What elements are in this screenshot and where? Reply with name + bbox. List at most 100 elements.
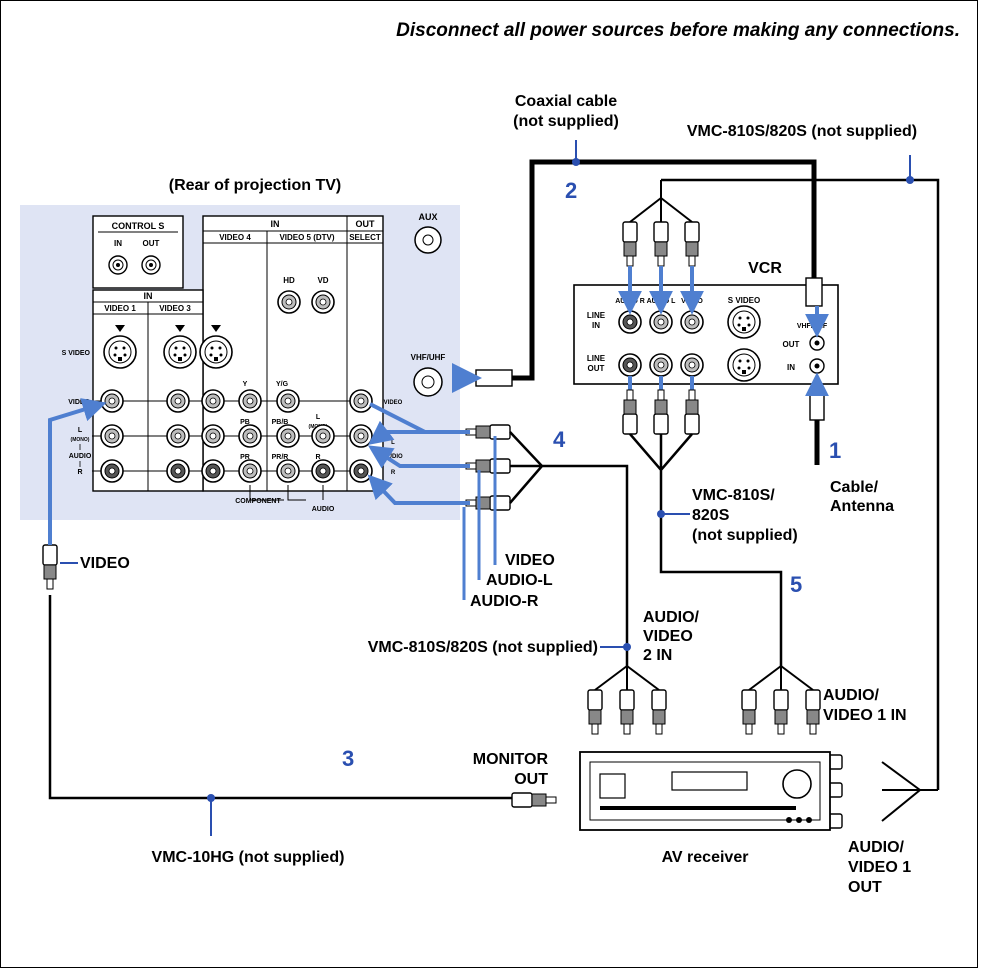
step-1-number: 1 [829, 438, 841, 463]
vcr-in-audio-l-jack [649, 310, 673, 334]
l-row-label: L [78, 427, 83, 434]
in-header: IN [271, 219, 280, 229]
vmc-mid-label-1: VMC-810S/ [692, 487, 775, 504]
vcr-line-in-cable [661, 178, 940, 790]
audio-l-mid-label: L [316, 414, 321, 421]
vcr-in-video-jack [680, 310, 704, 334]
video5-audio-r-jack [311, 459, 335, 483]
vcr-s-video-label: S VIDEO [728, 296, 760, 305]
vcr-vhf-uhf-label: VHF/UHF [797, 323, 828, 330]
av2-label-3: 2 IN [643, 647, 672, 664]
video3-video-jack [166, 389, 190, 413]
video3-label: VIDEO 3 [159, 304, 191, 313]
vcr-svideo-in-jack [727, 305, 761, 339]
svideo-jack-3 [163, 335, 197, 369]
svideo-jack-1 [103, 335, 137, 369]
video5-audio-l-jack [311, 424, 335, 448]
video4-video-jack [201, 389, 225, 413]
volume-knob [782, 769, 812, 799]
out-r-label: R [391, 470, 396, 476]
av1in-label-2: VIDEO 1 IN [823, 707, 907, 724]
vcr-line-out-label-1: LINE [587, 354, 606, 363]
coaxial-cable [512, 159, 817, 381]
av1in-label-1: AUDIO/ [823, 687, 880, 704]
video-left-label: VIDEO [80, 555, 130, 572]
video4-pr-jack [238, 459, 262, 483]
plug-video-label: VIDEO [505, 552, 555, 569]
tv-panel-title: (Rear of projection TV) [169, 177, 341, 194]
video3-audio-l-jack [166, 424, 190, 448]
video5-label: VIDEO 5 (DTV) [279, 233, 334, 242]
tv-rear-panel: (Rear of projection TV) CONTROL S IN OUT… [20, 177, 460, 520]
labels: Coaxial cable (not supplied) VMC-810S/82… [80, 93, 917, 896]
video1-audio-r-jack [100, 459, 124, 483]
control-s-out-label: OUT [143, 239, 160, 248]
vcr-title: VCR [748, 260, 782, 277]
video4-audio-l-jack [201, 424, 225, 448]
monitor-out-label-1: MONITOR [473, 751, 549, 768]
vmc-av2-label: VMC-810S/820S (not supplied) [368, 639, 598, 656]
control-s-in-label: IN [114, 239, 122, 248]
hd-label: HD [283, 276, 295, 285]
vcr-out-video-jack [680, 353, 704, 377]
pbb-label: PB/B [272, 419, 289, 426]
out-l-label: L [391, 440, 395, 446]
vd-jack [311, 290, 335, 314]
av1out-label-3: OUT [848, 879, 882, 896]
pr-label: PR [240, 454, 250, 461]
av-receiver-label: AV receiver [662, 849, 749, 866]
coaxial-label-1: Coaxial cable [515, 93, 617, 110]
vmc10-label: VMC-10HG (not supplied) [152, 849, 345, 866]
out-audio-l-jack [349, 424, 373, 448]
cables [42, 140, 940, 836]
out-video-jack [349, 389, 373, 413]
video4-label: VIDEO 4 [219, 233, 251, 242]
av1out-label-2: VIDEO 1 [848, 859, 911, 876]
vcr-line-in-label-2: IN [592, 321, 600, 330]
out-video-label: VIDEO [384, 400, 403, 406]
step-2-number: 2 [565, 178, 577, 203]
step-3-number: 3 [342, 746, 354, 771]
out-audio-r-jack [349, 459, 373, 483]
tv-out-cable [509, 431, 629, 666]
power-warning: Disconnect all power sources before maki… [396, 20, 960, 41]
hd-jack [277, 290, 301, 314]
s-video-row-label: S VIDEO [62, 350, 91, 357]
vd-label: VD [317, 276, 328, 285]
video5-pbb-jack [276, 424, 300, 448]
video5-prr-jack [276, 459, 300, 483]
step-4-number: 4 [553, 427, 566, 452]
yg-label: Y/G [276, 381, 289, 388]
out-header: OUT [356, 219, 376, 229]
control-s-box [92, 215, 184, 289]
svideo-jack-4 [199, 335, 233, 369]
component-label: COMPONENT [235, 498, 281, 505]
y-label: Y [243, 381, 248, 388]
r-row-label: R [77, 469, 82, 476]
prr-label: PR/R [272, 454, 289, 461]
vcr-out-audio-l-jack [649, 353, 673, 377]
vcr-line-out-label-2: OUT [588, 364, 605, 373]
cable-label-2: Antenna [830, 498, 894, 515]
control-s-out-jack [141, 255, 161, 275]
vmc-top-label: VMC-810S/820S (not supplied) [687, 123, 917, 140]
av2-label-2: VIDEO [643, 628, 693, 645]
vcr-in-audio-r-jack [618, 310, 642, 334]
vcr-line-in-label-1: LINE [587, 311, 606, 320]
video4-y-jack [238, 389, 262, 413]
vcr-rf-in-label: IN [787, 363, 795, 372]
vcr-out-audio-r-jack [618, 353, 642, 377]
video5-yg-jack [276, 389, 300, 413]
control-s-in-jack [108, 255, 128, 275]
vcr-svideo-out-jack [727, 348, 761, 382]
plug-audio-r-label: AUDIO-R [470, 593, 539, 610]
video1-label: VIDEO 1 [104, 304, 136, 313]
aux-label: AUX [418, 212, 437, 222]
monitor-out-label-2: OUT [514, 771, 548, 788]
audio-row-label: AUDIO [69, 453, 92, 460]
video1-audio-l-jack [100, 424, 124, 448]
select-label: SELECT [349, 233, 381, 242]
video4-pb-jack [238, 424, 262, 448]
vcr-line-out-cable [629, 433, 783, 666]
